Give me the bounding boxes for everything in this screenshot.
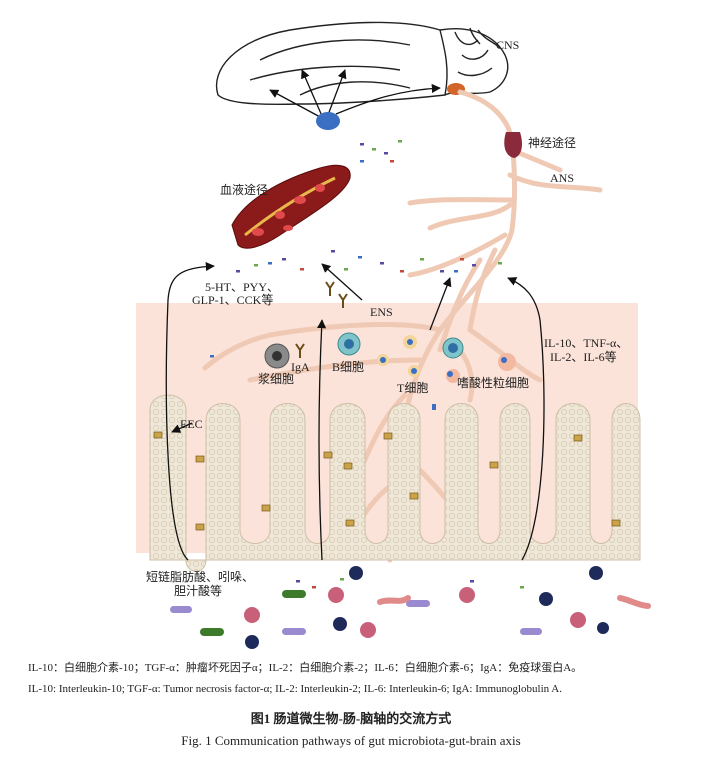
label-cns: CNS <box>496 38 520 52</box>
abbreviation-note-chinese: IL-10：白细胞介素-10；TGF-α：肿瘤坏死因子α；IL-2：白细胞介素-… <box>28 662 583 674</box>
label-cytokines-line2: IL-2、IL-6等 <box>550 350 617 364</box>
label-hormones-line2: GLP-1、CCK等 <box>192 293 274 307</box>
gut-microbiota <box>170 566 651 649</box>
abbreviation-note-english: IL-10: Interleukin-10; TGF-α: Tumor necr… <box>28 683 563 695</box>
label-eec: EEC <box>180 417 203 431</box>
label-ens: ENS <box>370 305 393 319</box>
blood-vessel-illustration <box>231 164 351 249</box>
figure-title-english: Fig. 1 Communication pathways of gut mic… <box>181 733 521 748</box>
ganglion <box>504 132 522 158</box>
label-b-cell: B细胞 <box>332 360 365 374</box>
label-iga: IgA <box>291 360 310 374</box>
label-blood-pathway: 血液途径 <box>220 183 269 197</box>
brain-illustration <box>215 21 509 106</box>
label-ans: ANS <box>550 171 575 185</box>
figure-illustration <box>136 21 651 649</box>
label-metabolites-line2: 胆汁酸等 <box>174 584 223 598</box>
label-metabolites-line1: 短链脂肪酸、吲哚、 <box>146 570 255 584</box>
eec-cells <box>153 431 621 531</box>
brain-hub-node <box>316 112 340 130</box>
label-eosinophil: 嗜酸性粒细胞 <box>457 376 530 390</box>
label-plasma-cell: 浆细胞 <box>258 372 295 386</box>
gut-brain-axis-figure: CNS 神经途径 ANS 血液途径 5-HT、PYY、 GLP-1、CCK等 E… <box>136 21 651 649</box>
intestinal-villi <box>149 394 641 572</box>
label-t-cell: T细胞 <box>397 381 429 395</box>
label-neural-pathway: 神经途径 <box>528 136 577 150</box>
iga-antibodies <box>295 281 348 358</box>
figure-title-chinese: 图1 肠道微生物-肠-脑轴的交流方式 <box>250 711 452 726</box>
label-cytokines-line1: IL-10、TNF-α、 <box>544 336 629 350</box>
immune-cells <box>264 332 516 383</box>
label-hormones-line1: 5-HT、PYY、 <box>205 280 279 294</box>
